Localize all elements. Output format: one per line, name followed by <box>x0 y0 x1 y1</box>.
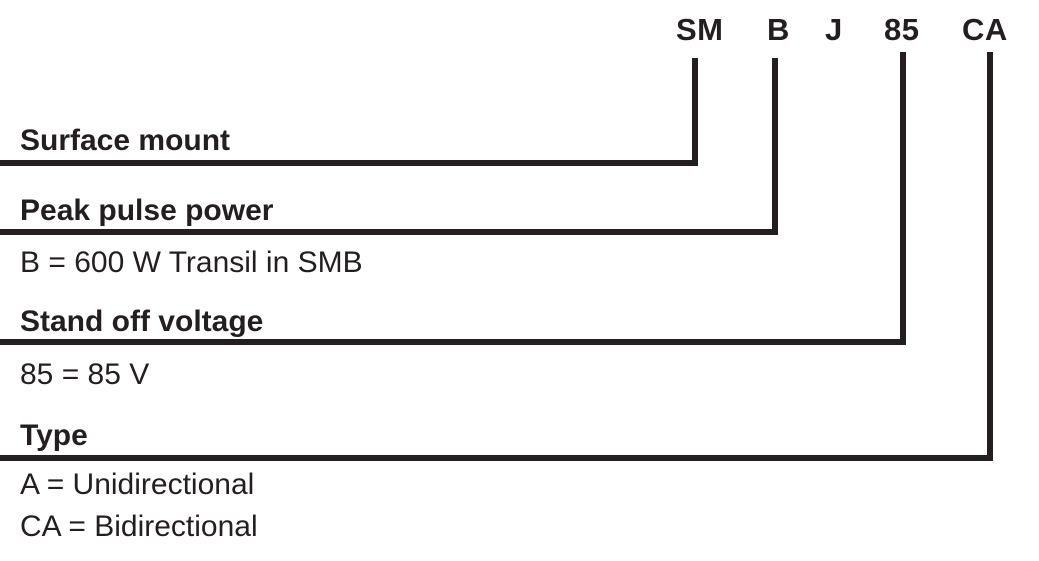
part-code-ca: CA <box>962 12 1008 47</box>
description-peak-pulse-power-0: B = 600 W Transil in SMB <box>20 246 363 279</box>
rule-stand-off-voltage <box>0 339 906 345</box>
heading-type: Type <box>20 419 88 452</box>
leader-line-ca <box>987 52 993 461</box>
leader-line-sm <box>692 58 698 166</box>
description-type-1: CA = Bidirectional <box>20 510 258 543</box>
description-stand-off-voltage-0: 85 = 85 V <box>20 358 150 391</box>
heading-peak-pulse-power: Peak pulse power <box>20 194 274 227</box>
part-code-b: B <box>767 12 790 47</box>
description-type-0: A = Unidirectional <box>20 468 255 501</box>
part-code-sm: SM <box>676 12 724 47</box>
rule-peak-pulse-power <box>0 229 778 235</box>
heading-surface-mount: Surface mount <box>20 124 231 157</box>
rule-type <box>0 455 993 461</box>
leader-line-b <box>772 58 778 235</box>
rule-surface-mount <box>0 160 698 166</box>
part-code-j: J <box>825 12 843 47</box>
leader-line-85 <box>900 52 906 345</box>
heading-stand-off-voltage: Stand off voltage <box>20 305 264 338</box>
part-code-85: 85 <box>884 12 920 47</box>
